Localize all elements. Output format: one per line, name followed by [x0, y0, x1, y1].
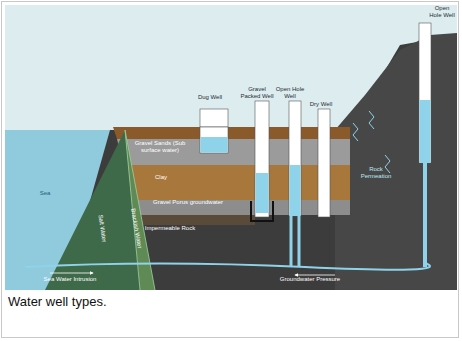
part-label: Open Hole Well — [272, 86, 308, 100]
groundwater-flow — [25, 263, 430, 270]
part-label: Brackish Water — [129, 206, 143, 251]
part-label: Gravel Packed Well — [240, 86, 274, 100]
figure-caption: Water well types. — [8, 294, 448, 309]
part-label: Gravel Porus groundwater — [138, 199, 238, 206]
well-water — [420, 100, 431, 163]
part-label: Dug Well — [194, 94, 226, 101]
dug-well-head — [200, 109, 228, 127]
gravel-pack — [251, 201, 273, 221]
well-illustration — [5, 5, 457, 290]
open-hole-well-hill — [419, 23, 431, 163]
dry-well — [318, 109, 330, 217]
intrusion-arrow — [50, 273, 93, 274]
gravel-porus-layer — [131, 200, 350, 215]
impermeable-layer — [135, 215, 255, 225]
dug-well-shaft — [200, 127, 228, 153]
part-label: Open Hole Well — [429, 5, 455, 19]
part-label: Dry Well — [308, 101, 334, 108]
part-label: Rock Permeation — [358, 166, 394, 180]
part-label: Salt Water — [96, 208, 108, 249]
part-label: Impermeable Rock — [140, 225, 200, 232]
part-label: Gravel Sands (Sub surface water) — [128, 140, 192, 154]
zone-line — [125, 130, 155, 290]
part-label: Sea — [30, 190, 60, 197]
brackish-zone — [125, 130, 155, 290]
dug-well-water — [201, 137, 228, 153]
topsoil — [113, 127, 350, 139]
pressure-arrow — [295, 275, 335, 276]
permeation-arrows — [353, 111, 390, 173]
part-label: Clay — [136, 174, 186, 181]
well-water — [256, 173, 269, 213]
open-hole — [423, 163, 427, 267]
well-water — [290, 165, 301, 216]
gravel-packed-well — [255, 101, 269, 217]
hill — [335, 33, 457, 290]
open-hole-well — [289, 101, 301, 216]
gravel-sands-layer — [117, 139, 350, 165]
part-label: Groundwater Pressure — [270, 276, 350, 283]
sky — [5, 5, 457, 290]
part-label: Sea Water Intrusion — [30, 276, 110, 283]
open-hole — [291, 216, 299, 267]
clay-layer — [123, 165, 350, 200]
